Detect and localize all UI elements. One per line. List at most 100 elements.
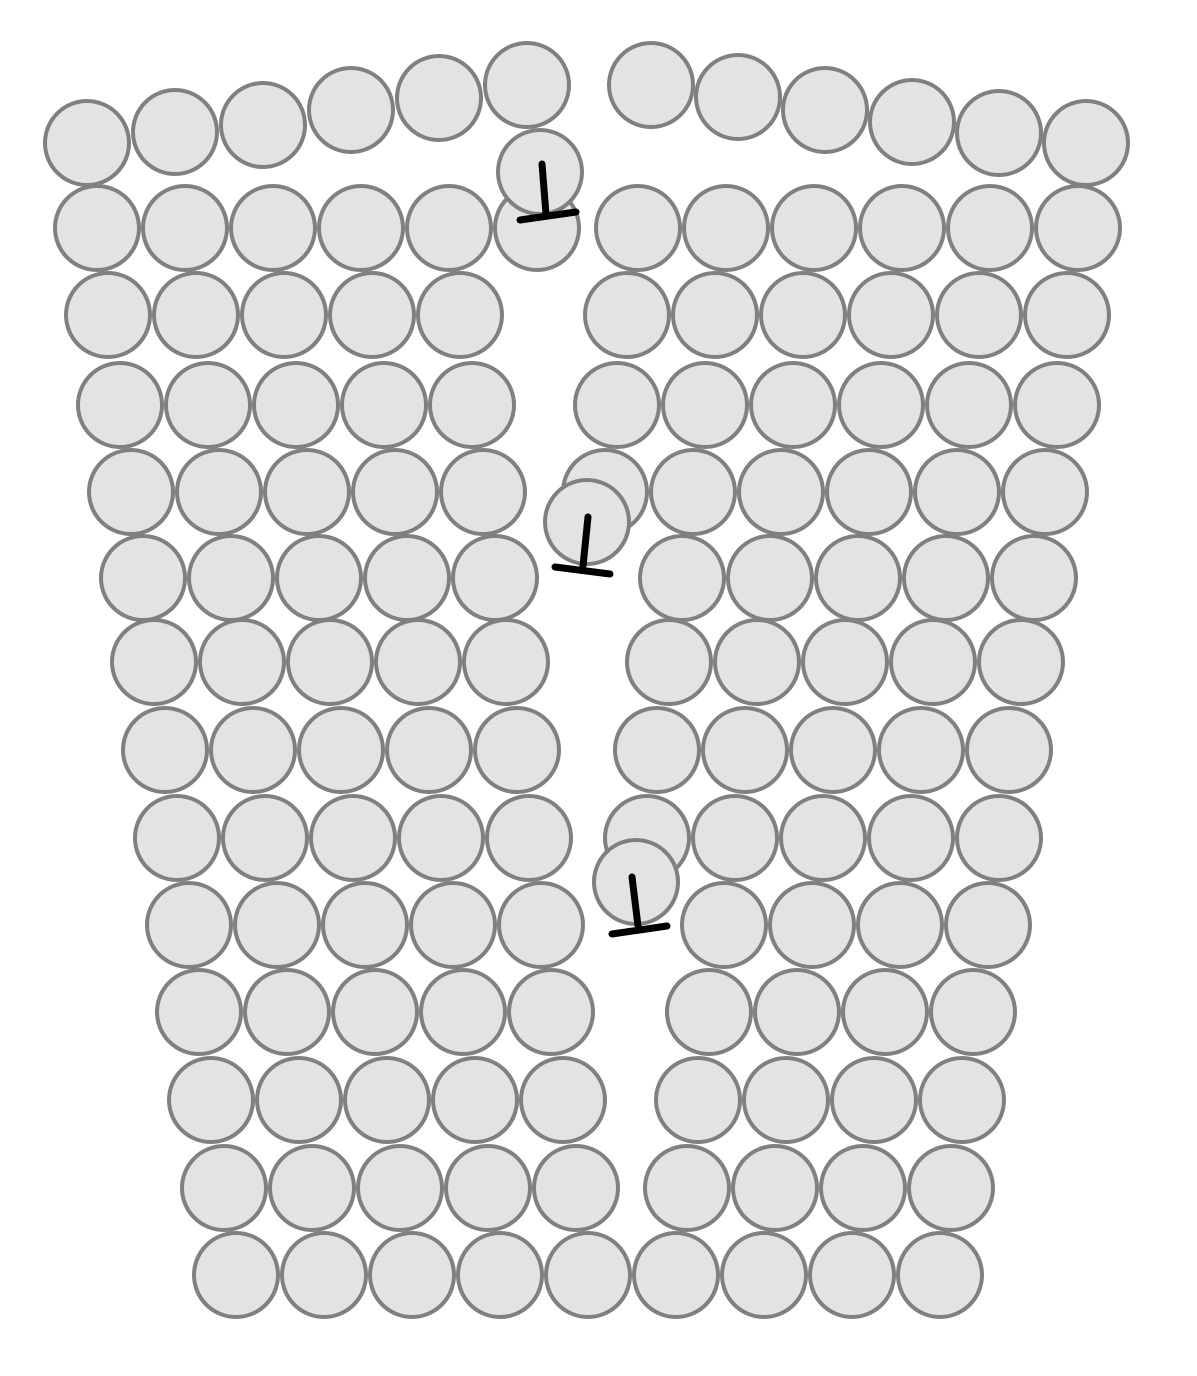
atom-circle [643, 1144, 731, 1232]
atom-circle [180, 1144, 268, 1232]
atom-circle [713, 618, 801, 706]
atom-circle [53, 184, 141, 272]
dislocation-stem [628, 873, 642, 930]
atom-circle [451, 534, 539, 622]
atom-circle [814, 534, 902, 622]
atom-circle [286, 618, 374, 706]
atom-circle [397, 794, 485, 882]
atom-circle [340, 361, 428, 449]
atom-circle [654, 1056, 742, 1144]
atom-circle [164, 361, 252, 449]
atom-circle [753, 968, 841, 1056]
atom-circle [819, 1144, 907, 1232]
atom-circle [409, 881, 497, 969]
atom-circle [131, 88, 219, 176]
atom-circle [737, 448, 825, 536]
atom-circle [317, 184, 405, 272]
atom-circle [416, 271, 504, 359]
atom-circle [175, 448, 263, 536]
atom-circle [1042, 99, 1130, 187]
atom-circle [64, 271, 152, 359]
atom-circle [944, 881, 1032, 969]
dislocation-symbol [516, 160, 580, 224]
atom-circle [497, 881, 585, 969]
atom-circle [856, 881, 944, 969]
atom-circle [419, 968, 507, 1056]
atom-circle [801, 618, 889, 706]
atom-circle [759, 271, 847, 359]
atom-circle [405, 184, 493, 272]
atom-circle [152, 271, 240, 359]
atom-circle [583, 271, 671, 359]
atom-circle [532, 1144, 620, 1232]
atom-circle [544, 1231, 632, 1319]
atom-circle [837, 361, 925, 449]
atom-circle [671, 271, 759, 359]
atom-circle [431, 1056, 519, 1144]
dislocation-bar [608, 922, 671, 938]
atom-circle [990, 534, 1078, 622]
atom-circle [351, 448, 439, 536]
atom-circle [1001, 448, 1089, 536]
atom-circle [720, 1231, 808, 1319]
atom-circle [701, 706, 789, 794]
atom-circle [889, 618, 977, 706]
atom-circle [297, 706, 385, 794]
atom-circle [907, 1144, 995, 1232]
atom-circle [955, 89, 1043, 177]
atom-circle [661, 361, 749, 449]
atom-circle [929, 968, 1017, 1056]
atom-circle [1013, 361, 1101, 449]
atom-circle [121, 706, 209, 794]
atom-circle [519, 1056, 607, 1144]
dislocation-layer [516, 160, 671, 938]
atom-circle [573, 361, 661, 449]
atom-circle [779, 794, 867, 882]
atom-circle [255, 1056, 343, 1144]
atom-circle [76, 361, 164, 449]
atom-circle [742, 1056, 830, 1144]
atom-circle [977, 618, 1065, 706]
atom-circle [726, 534, 814, 622]
atom-circle [955, 794, 1043, 882]
atom-circle [395, 54, 483, 142]
atom-circle [830, 1056, 918, 1144]
atom-circle [607, 41, 695, 129]
atom-circle [439, 448, 527, 536]
atom-circle [507, 968, 595, 1056]
atom-circle [1023, 271, 1111, 359]
atom-circle [1034, 184, 1122, 272]
atom-circle [187, 534, 275, 622]
atom-circle [731, 1144, 819, 1232]
atom-circle [825, 448, 913, 536]
atom-layer [43, 41, 1130, 1319]
atom-circle [877, 706, 965, 794]
dislocation-bar [516, 208, 580, 224]
atom-circle [935, 271, 1023, 359]
atom-circle [167, 1056, 255, 1144]
atom-circle [594, 184, 682, 272]
atom-circle [896, 1231, 984, 1319]
atom-circle [331, 968, 419, 1056]
atom-circle [240, 271, 328, 359]
atom-circle [133, 794, 221, 882]
atom-circle [632, 1231, 720, 1319]
atom-circle [252, 361, 340, 449]
atom-circle [456, 1231, 544, 1319]
atom-circle [462, 618, 550, 706]
atom-circle [363, 534, 451, 622]
atom-circle [233, 881, 321, 969]
atom-circle [691, 794, 779, 882]
atom-circle [268, 1144, 356, 1232]
atom-circle [428, 361, 516, 449]
atom-circle [841, 968, 929, 1056]
atom-circle [110, 618, 198, 706]
atom-circle [263, 448, 351, 536]
dislocation-symbol [551, 513, 614, 578]
atom-circle [444, 1144, 532, 1232]
dislocation-stem [538, 160, 550, 218]
atom-circle [145, 881, 233, 969]
dislocation-symbol [608, 873, 671, 938]
atom-circle [680, 881, 768, 969]
atom-circle [858, 184, 946, 272]
